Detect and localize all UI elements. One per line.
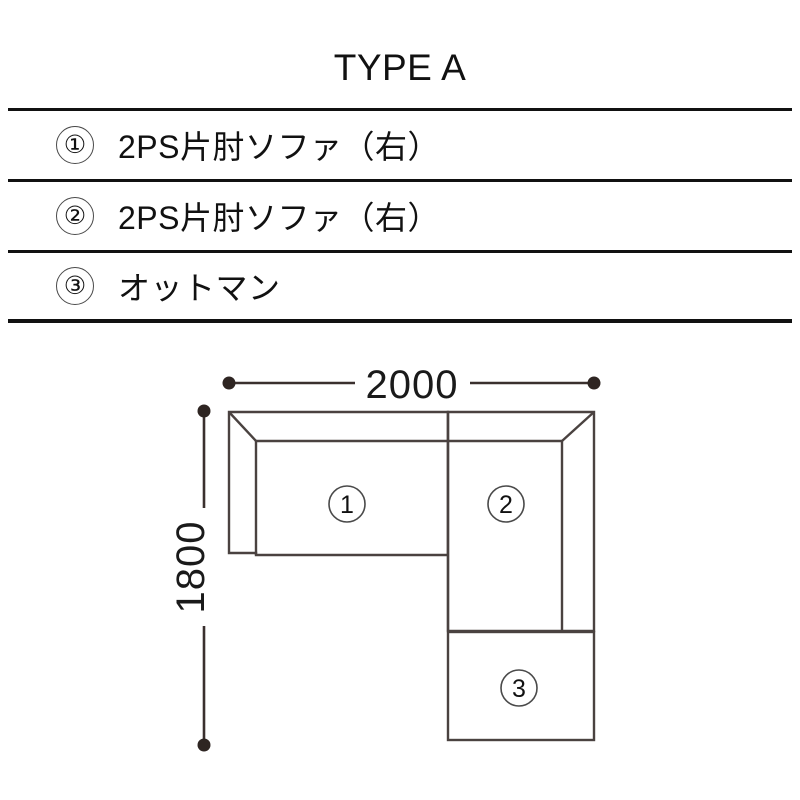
layout-svg: 2000 1800 bbox=[169, 363, 601, 752]
piece-label-three-text: 3 bbox=[512, 675, 526, 703]
row-label: 2PS片肘ソファ（右） bbox=[118, 129, 440, 165]
width-dim-endpoint-left bbox=[222, 376, 236, 390]
row-number-badge: ③ bbox=[56, 267, 94, 305]
row-number-badge: ① bbox=[56, 126, 94, 164]
piece-label-two-text: 2 bbox=[499, 491, 513, 519]
piece-two-arm-miter bbox=[561, 411, 595, 442]
page-title: TYPE A bbox=[333, 47, 467, 88]
piece-label-one-text: 1 bbox=[340, 491, 354, 519]
table-row: ③ オットマン bbox=[8, 253, 792, 319]
spec-table: ① 2PS片肘ソファ（右） ② 2PS片肘ソファ（右） ③ オットマン bbox=[8, 108, 792, 323]
height-dim-label: 1800 bbox=[169, 521, 213, 614]
piece-label-three-circle bbox=[500, 669, 538, 707]
piece-label-two-circle bbox=[487, 485, 525, 523]
piece-label-one: 1 bbox=[328, 485, 366, 523]
table-row: ② 2PS片肘ソファ（右） bbox=[8, 182, 792, 250]
piece-label-three: 3 bbox=[500, 669, 538, 707]
row-number-badge: ② bbox=[56, 197, 94, 235]
width-dim-label: 2000 bbox=[366, 363, 459, 407]
sofa-piece-one bbox=[227, 410, 450, 557]
table-rule-top bbox=[8, 108, 792, 111]
piece-label-two: 2 bbox=[487, 485, 525, 523]
piece-two-outline bbox=[446, 410, 596, 633]
piece-one-outline bbox=[227, 410, 450, 557]
row-label: オットマン bbox=[118, 270, 281, 306]
furniture-layout-diagram: 2000 1800 bbox=[0, 340, 800, 800]
table-rule-1 bbox=[8, 179, 792, 182]
height-dim-endpoint-bottom bbox=[197, 738, 211, 752]
sofa-piece-two bbox=[446, 410, 596, 633]
table-rule-2 bbox=[8, 250, 792, 253]
height-dimension: 1800 bbox=[169, 404, 213, 752]
piece-label-one-circle bbox=[328, 485, 366, 523]
table-rule-bottom bbox=[8, 319, 792, 323]
height-dim-endpoint-top bbox=[197, 404, 211, 418]
row-label: 2PS片肘ソファ（右） bbox=[118, 200, 440, 236]
table-row: ① 2PS片肘ソファ（右） bbox=[8, 111, 792, 179]
width-dim-endpoint-right bbox=[587, 376, 601, 390]
width-dimension: 2000 bbox=[222, 363, 601, 407]
piece-one-arm-miter bbox=[228, 411, 257, 442]
